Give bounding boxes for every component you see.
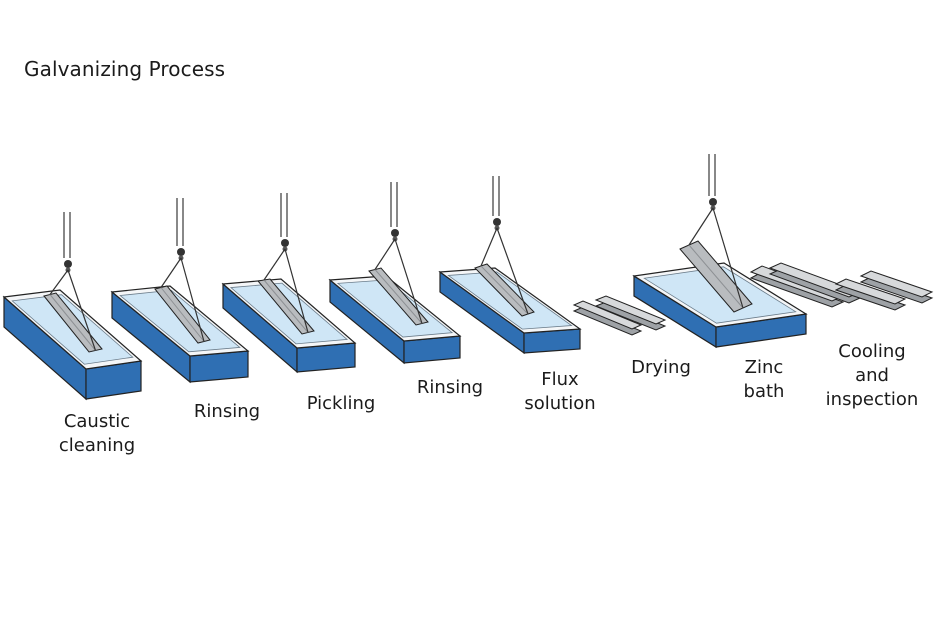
step-label-rinsing-2: Rinsing — [405, 376, 495, 400]
step-label-line: Zinc — [744, 357, 784, 378]
steel-beam-edge — [49, 294, 96, 351]
beam-top — [834, 278, 907, 305]
step-label-line: inspection — [825, 389, 919, 410]
step-label-line: Caustic — [63, 411, 131, 432]
sling — [712, 207, 744, 309]
step-label-pickling: Pickling — [296, 392, 386, 416]
step-label-cooling-and-inspection: Cooling and inspection — [820, 340, 924, 412]
step-label-line: solution — [524, 393, 596, 414]
beam-top — [594, 295, 667, 325]
step-label-zinc-bath: Zinc bath — [724, 356, 804, 404]
tank-5 — [438, 176, 582, 355]
step-label-caustic-cleaning: Caustic cleaning — [52, 410, 142, 458]
tank-1 — [2, 212, 143, 401]
steel-beam-edge — [374, 269, 423, 324]
step-label-line: Drying — [631, 357, 691, 378]
step-label-drying: Drying — [618, 356, 704, 380]
steel-beam-edge — [688, 244, 744, 309]
page-title: Galvanizing Process — [24, 57, 226, 81]
tank-3 — [221, 193, 357, 374]
sling — [49, 269, 69, 295]
steel-beam-edge — [263, 279, 309, 333]
hoist-hook — [709, 198, 717, 206]
tank-4 — [328, 182, 462, 365]
sling — [263, 248, 286, 281]
loose-beams-layer — [572, 262, 934, 336]
sling — [688, 207, 714, 246]
loose-beam — [572, 300, 643, 336]
loose-beam — [834, 278, 907, 311]
steel-beam-edge — [160, 287, 205, 342]
sling — [480, 227, 498, 267]
beam-side — [594, 301, 667, 331]
sling — [284, 248, 309, 333]
step-label-line: and — [855, 365, 889, 386]
step-label-line: Rinsing — [416, 377, 484, 398]
tank-2 — [110, 198, 250, 384]
sling — [374, 238, 396, 270]
sling — [180, 257, 205, 342]
hoist-hook — [391, 229, 399, 237]
step-label-flux-solution: Flux solution — [512, 368, 608, 416]
beam-side — [572, 306, 643, 336]
steel-beam-edge — [480, 265, 529, 315]
step-label-line: bath — [743, 381, 785, 402]
hoist-hook — [281, 239, 289, 247]
step-label-line: Rinsing — [193, 401, 261, 422]
tank-6 — [632, 154, 808, 349]
step-label-line: Pickling — [306, 393, 376, 414]
sling — [67, 269, 97, 351]
hoist-hook — [493, 218, 501, 226]
step-label-line: cleaning — [58, 435, 136, 456]
hoist-hook — [64, 260, 72, 268]
sling — [394, 238, 423, 324]
step-label-line: Flux — [541, 369, 579, 390]
beam-top — [859, 270, 934, 298]
sling — [160, 257, 182, 288]
step-label-line: Cooling — [838, 341, 906, 362]
hoist-hook — [177, 248, 185, 256]
loose-beam — [859, 270, 934, 304]
step-label-rinsing-1: Rinsing — [182, 400, 272, 424]
loose-beam — [594, 295, 667, 331]
beam-top — [572, 300, 643, 330]
tanks-layer — [2, 154, 808, 401]
sling — [496, 227, 529, 315]
